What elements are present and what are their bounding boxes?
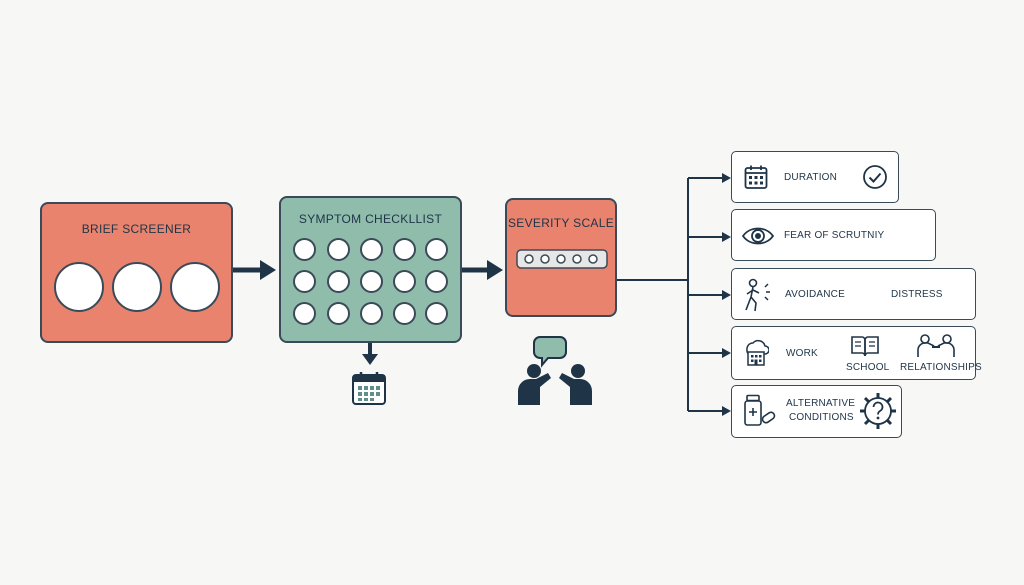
severity-scale-box: SEVERITY SCALE xyxy=(505,198,617,317)
checklist-item-circle xyxy=(293,302,316,325)
checklist-item-circle xyxy=(360,270,383,293)
checklist-item-circle xyxy=(360,302,383,325)
building-icon xyxy=(746,339,769,366)
avoidance-label: AVOIDANCE xyxy=(785,289,845,300)
impact-card: AVOIDANCE DISTRESS xyxy=(731,268,976,320)
brief-screener-box: BRIEF SCREENER xyxy=(40,202,233,343)
fear-of-scrutiny-label: FEAR OF SCRUTNIY xyxy=(784,230,885,241)
checklist-item-circle xyxy=(327,270,350,293)
avoidance-person-icon xyxy=(745,278,770,312)
symptom-checklist-box: SYMPTOM CHECKLLIST xyxy=(279,196,462,343)
book-icon xyxy=(851,336,879,357)
screener-item-circle xyxy=(112,262,162,312)
checklist-item-circle xyxy=(360,238,383,261)
relationships-label: RELATIONSHIPS xyxy=(900,362,982,373)
conversation-icon xyxy=(518,336,592,405)
duration-label: DURATION xyxy=(784,172,838,183)
checklist-item-circle xyxy=(393,270,416,293)
school-label: SCHOOL xyxy=(846,362,890,373)
alternative-conditions-card: ALTERNATIVE CONDITIONS xyxy=(731,385,902,438)
medication-icon xyxy=(744,394,776,426)
checklist-item-circle xyxy=(393,302,416,325)
checklist-item-circle xyxy=(293,270,316,293)
functioning-card: WORK SCHOOL RELATIONSHIPS xyxy=(731,326,982,380)
checklist-item-circle xyxy=(425,238,448,261)
symptom-checklist-title: SYMPTOM CHECKLLIST xyxy=(298,212,443,226)
checklist-item-circle xyxy=(293,238,316,261)
relationship-people-icon xyxy=(917,334,955,357)
brief-screener-title: BRIEF SCREENER xyxy=(81,222,192,236)
checklist-item-circle xyxy=(327,302,350,325)
checklist-item-circle xyxy=(425,302,448,325)
severity-scale-title: SEVERITY SCALE xyxy=(507,216,615,230)
duration-card: DURATION xyxy=(731,151,899,203)
checklist-item-circle xyxy=(393,238,416,261)
fear-of-scrutiny-card: FEAR OF SCRUTNIY xyxy=(731,209,936,261)
calendar-icon xyxy=(352,372,386,405)
alternative-conditions-line2: CONDITIONS xyxy=(789,412,854,423)
calendar-icon xyxy=(744,165,768,189)
screener-item-circle xyxy=(170,262,220,312)
screener-item-circle xyxy=(54,262,104,312)
check-circle-icon xyxy=(863,165,887,189)
question-gear-icon xyxy=(860,393,896,429)
eye-icon xyxy=(741,227,775,245)
checklist-item-circle xyxy=(327,238,350,261)
alternative-conditions-line1: ALTERNATIVE xyxy=(786,398,856,409)
branch-connector xyxy=(617,177,724,412)
checklist-item-circle xyxy=(425,270,448,293)
distress-label: DISTRESS xyxy=(891,289,943,300)
work-label: WORK xyxy=(786,348,818,359)
severity-slider xyxy=(516,249,608,269)
